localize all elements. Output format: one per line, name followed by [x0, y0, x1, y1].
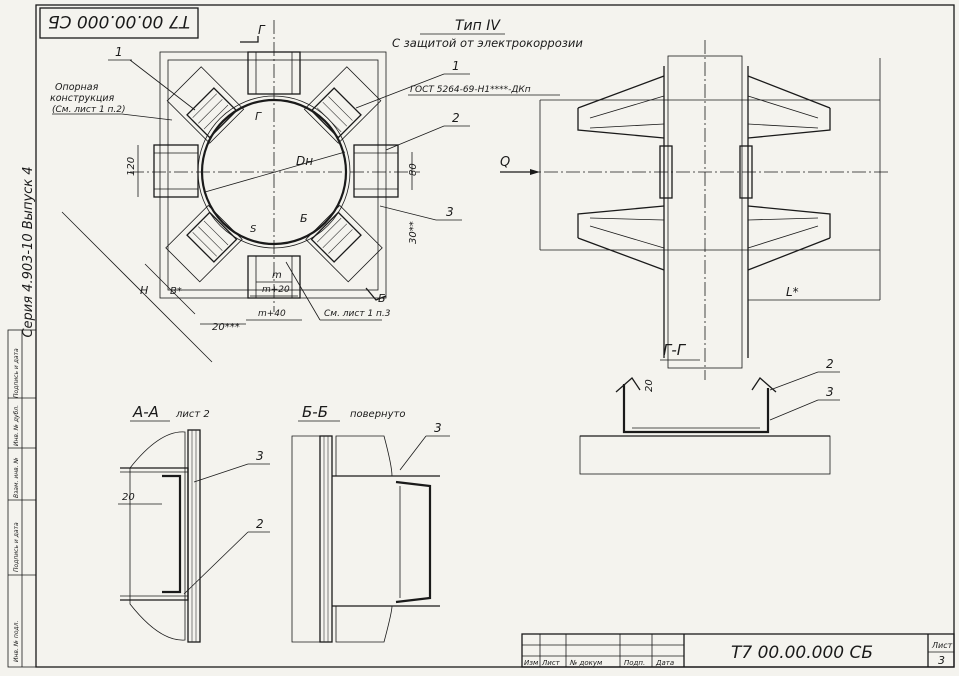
aa-dim-20: 20	[122, 492, 135, 503]
stamp-3: Взам. инв. №	[13, 457, 20, 498]
label-support-3: (См. лист 1 п.2)	[52, 105, 126, 115]
section-b-mark: Б	[300, 212, 308, 225]
section-bb: Б-Б повернуто 3	[291, 403, 450, 643]
tb-header-doc: № докум	[569, 659, 603, 667]
section-aa-title: А-А	[132, 403, 159, 421]
section-g-mark: Г	[258, 23, 266, 37]
dim-120: 120	[126, 157, 137, 176]
gg-dim-20: 20	[644, 379, 655, 392]
tb-sheet-label: Лист	[931, 641, 953, 650]
dim-m: m	[272, 270, 282, 281]
gg-callout-2: 2	[826, 357, 834, 371]
callout-2: 2	[452, 111, 460, 125]
aa-callout-2: 2	[256, 517, 264, 531]
tb-code: Т7 00.00.000 СБ	[731, 643, 873, 663]
dim-dn: Dн	[296, 154, 313, 168]
dim-30: 30**	[408, 221, 419, 244]
label-gost: ГОСТ 5264-69-Н1****-ДКп	[410, 85, 531, 95]
plan-view: Dн Г Г Б Б 120 80 30** H B* 20*** S m m+…	[50, 20, 560, 363]
tb-header-izm: Изм	[524, 659, 539, 667]
dim-s: S	[250, 224, 257, 235]
dim-l: L*	[786, 285, 799, 299]
svg-text:Г: Г	[255, 110, 262, 123]
rotated-code: Т7 00.00.000 СБ	[48, 11, 190, 31]
label-support-1: Опорная	[55, 82, 99, 93]
label-see-sheet: См. лист 1 п.3	[324, 309, 391, 319]
stamp-5: Инв. № подл.	[13, 621, 20, 662]
flow-label: Q	[500, 155, 510, 170]
tb-sheet-number: 3	[938, 654, 945, 667]
callout-1a: 1	[115, 45, 123, 59]
stamp-2: Инв. № дубл.	[13, 405, 20, 446]
dim-20: 20***	[212, 322, 240, 333]
rotated-code-box	[39, 7, 199, 39]
stamp-1: Подпись и дата	[13, 348, 20, 398]
aa-callout-3: 3	[256, 449, 264, 463]
tb-header-date: Дата	[655, 659, 674, 667]
stamp-4: Подпись и дата	[13, 522, 20, 572]
section-aa: А-А лист 2 20 3 2	[118, 403, 270, 643]
series-label: Серия 4.903-10 Выпуск 4	[21, 166, 36, 337]
svg-text:Б: Б	[378, 292, 386, 305]
type-subtitle: С защитой от электрокоррозии	[392, 36, 583, 50]
sheet-frame	[35, 4, 955, 668]
dim-b: B*	[170, 286, 182, 297]
label-support-2: конструкция	[50, 93, 115, 104]
section-aa-ref: лист 2	[175, 409, 210, 420]
tb-header-sign: Подп.	[624, 659, 645, 667]
section-bb-title: Б-Б	[302, 403, 328, 421]
bb-callout-3: 3	[434, 421, 442, 435]
section-gg-title: Г-Г	[663, 341, 687, 359]
type-title: Тип IV	[455, 18, 501, 34]
section-gg: Г-Г 20 2 3	[579, 341, 840, 475]
title-block: Изм Лист № докум Подп. Дата Т7 00.00.000…	[521, 633, 955, 668]
dim-80: 80	[408, 163, 419, 176]
section-bb-ref: повернуто	[350, 409, 405, 420]
gg-callout-3: 3	[826, 385, 834, 399]
tb-header-list: Лист	[541, 659, 561, 667]
callout-3: 3	[446, 205, 454, 219]
dim-m20: m+20	[262, 285, 290, 295]
dim-h: H	[140, 284, 148, 297]
side-view: Q L*	[500, 40, 890, 380]
callout-1b: 1	[452, 59, 460, 73]
dim-m40: m+40	[258, 309, 286, 319]
